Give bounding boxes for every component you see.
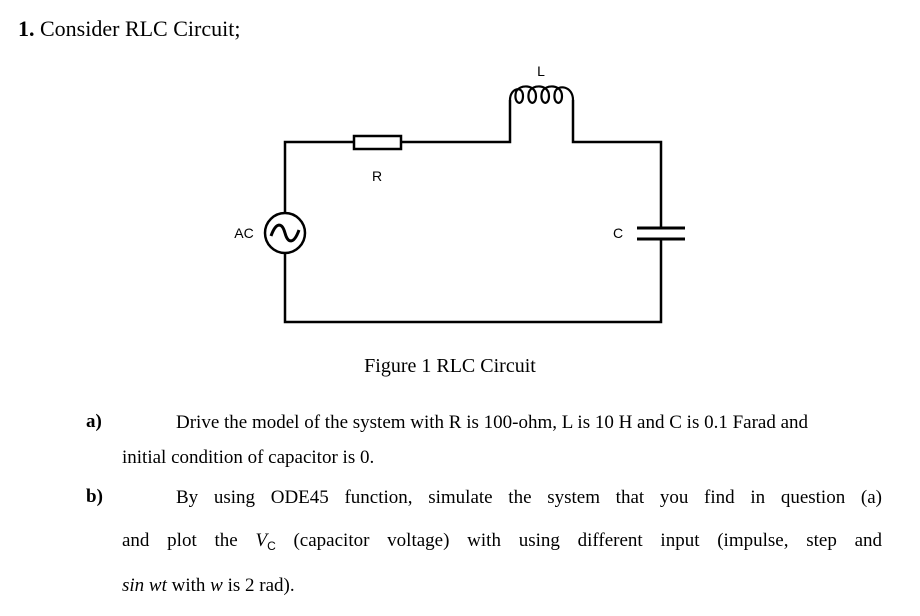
label-resistor: R — [372, 168, 382, 184]
wire-r-to-l — [401, 100, 512, 144]
vc-symbol: VC — [255, 530, 276, 553]
part-a-text: Drive the model of the system with R is … — [122, 404, 882, 476]
sin-wt: sin wt — [122, 575, 167, 596]
part-b-label: b) — [86, 486, 103, 507]
part-a-line-2: initial condition of capacitor is 0. — [122, 447, 375, 468]
w-var: w — [210, 575, 223, 596]
resistor-symbol — [352, 134, 403, 151]
question-title: 1. Consider RLC Circuit; — [18, 16, 240, 42]
part-b-line-3-mid: with — [171, 575, 206, 596]
rlc-circuit-diagram: L R AC C — [234, 63, 685, 324]
question-text: Consider RLC Circuit; — [40, 16, 241, 41]
label-capacitor: C — [613, 225, 623, 241]
question-number: 1. — [18, 16, 35, 41]
part-b-line-2-pre: and plot the — [122, 530, 238, 551]
ac-source-symbol — [263, 211, 307, 255]
capacitor-symbol — [637, 226, 685, 241]
part-a-line-1: Drive the model of the system with R is … — [176, 412, 809, 433]
inductor-symbol — [508, 85, 575, 104]
part-b-line-2: and plot the VC (capacitor voltage) with… — [122, 518, 882, 564]
wire-l-to-c — [571, 100, 663, 228]
part-b-line-1: By using ODE45 function, simulate the sy… — [176, 487, 882, 508]
part-b-text: By using ODE45 function, simulate the sy… — [122, 478, 882, 608]
wire-left-top — [283, 140, 354, 214]
part-b-line-3-post: is 2 rad). — [227, 575, 295, 596]
part-b-line-2-post: (capacitor voltage) with using different… — [293, 530, 883, 551]
figure-caption: Figure 1 RLC Circuit — [364, 355, 536, 377]
label-ac: AC — [234, 225, 253, 241]
label-inductor: L — [537, 63, 545, 79]
part-a-label: a) — [86, 411, 102, 432]
wire-bottom — [283, 239, 663, 324]
part-b-line-3: sin wt with w is 2 rad). — [122, 564, 882, 608]
